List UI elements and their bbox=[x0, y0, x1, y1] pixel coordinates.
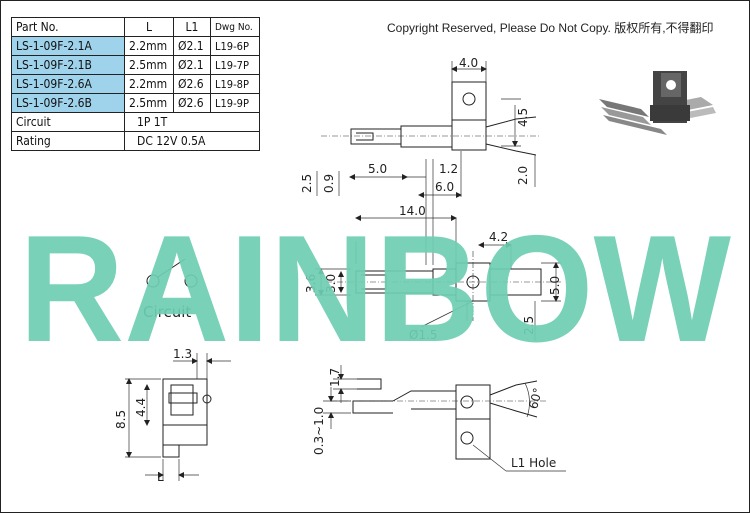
circuit-value: 1P 1T bbox=[124, 112, 260, 132]
hole-l1: Ø2.6 bbox=[173, 93, 211, 113]
dim-label: 3.6 bbox=[304, 274, 318, 293]
dim-label: 0.9 bbox=[322, 174, 336, 193]
dim-label: 2.5 bbox=[300, 174, 314, 193]
circuit-symbol bbox=[146, 258, 198, 288]
dim-label: Ø1.5 bbox=[409, 328, 438, 342]
dim-label: 3.0 bbox=[324, 274, 338, 293]
dim-label: 2.5 bbox=[522, 316, 536, 335]
rating-value: DC 12V 0.5A bbox=[124, 131, 260, 151]
table-row: LS-1-09F-2.1A 2.2mm Ø2.1 L19-6P bbox=[11, 36, 260, 56]
part-number: LS-1-09F-2.6A bbox=[11, 74, 125, 94]
dim-label: 1.2 bbox=[439, 162, 458, 176]
drawing-number: L19-7P bbox=[210, 55, 260, 75]
dim-label: 4.4 bbox=[134, 398, 148, 417]
length-l: 2.5mm bbox=[124, 93, 174, 113]
spec-table: Part No. L L1 Dwg No. LS-1-09F-2.1A 2.2m… bbox=[11, 17, 260, 151]
table-row: LS-1-09F-2.1B 2.5mm Ø2.1 L19-7P bbox=[11, 55, 260, 75]
rating-label-cell: Rating bbox=[11, 131, 125, 151]
drawing-number: L19-9P bbox=[210, 93, 260, 113]
brand-watermark: RAINBOW bbox=[19, 204, 732, 374]
side-view-top bbox=[321, 61, 541, 187]
circuit-row: Circuit 1P 1T bbox=[11, 112, 260, 132]
plan-view bbox=[315, 151, 561, 341]
part-number: LS-1-09F-2.6B bbox=[11, 93, 125, 113]
dim-label: L1 Hole bbox=[511, 456, 556, 470]
rating-row: Rating DC 12V 0.5A bbox=[11, 131, 260, 151]
dim-label: 6.0 bbox=[435, 180, 454, 194]
product-photo bbox=[599, 71, 716, 135]
header-part-no: Part No. bbox=[11, 17, 125, 37]
header-l: L bbox=[124, 17, 174, 37]
dim-label: 4.2 bbox=[489, 230, 508, 244]
hole-l1: Ø2.1 bbox=[173, 55, 211, 75]
drawing-number: L19-8P bbox=[210, 74, 260, 94]
circuit-label: Circuit bbox=[143, 303, 191, 321]
circuit-label-cell: Circuit bbox=[11, 112, 125, 132]
dim-label: 1.7 bbox=[328, 368, 342, 387]
dim-label: 5.0 bbox=[548, 276, 562, 295]
part-number: LS-1-09F-2.1B bbox=[11, 55, 125, 75]
length-l: 2.2mm bbox=[124, 74, 174, 94]
hole-l1: Ø2.6 bbox=[173, 74, 211, 94]
part-number: LS-1-09F-2.1A bbox=[11, 36, 125, 56]
bottom-side-view bbox=[323, 365, 566, 472]
table-row: LS-1-09F-2.6B 2.5mm Ø2.6 L19-9P bbox=[11, 93, 260, 113]
dim-label: 14.0 bbox=[399, 204, 426, 218]
drawing-number: L19-6P bbox=[210, 36, 260, 56]
header-l1: L1 bbox=[173, 17, 211, 37]
dim-label: 4.5 bbox=[516, 108, 530, 127]
length-l: 2.2mm bbox=[124, 36, 174, 56]
dim-label: L bbox=[157, 470, 164, 484]
table-row: LS-1-09F-2.6A 2.2mm Ø2.6 L19-8P bbox=[11, 74, 260, 94]
copyright-notice: Copyright Reserved, Please Do Not Copy. … bbox=[387, 21, 714, 35]
end-view bbox=[125, 353, 231, 481]
table-header-row: Part No. L L1 Dwg No. bbox=[11, 17, 260, 37]
dim-label: 4.0 bbox=[459, 56, 478, 70]
header-dwg-no: Dwg No. bbox=[210, 17, 260, 37]
hole-l1: Ø2.1 bbox=[173, 36, 211, 56]
dimension-labels: 4.0 4.5 2.0 2.5 0.9 5.0 1.2 6.0 14.0 4.2… bbox=[114, 56, 562, 484]
dim-label: 8.5 bbox=[114, 410, 128, 429]
dim-label: 5.0 bbox=[368, 162, 387, 176]
dim-label: 2.0 bbox=[516, 166, 530, 185]
dim-label: 0.3~1.0 bbox=[312, 407, 326, 455]
length-l: 2.5mm bbox=[124, 55, 174, 75]
dim-label: 1.3 bbox=[173, 347, 192, 361]
dim-label: 60° bbox=[526, 386, 545, 410]
